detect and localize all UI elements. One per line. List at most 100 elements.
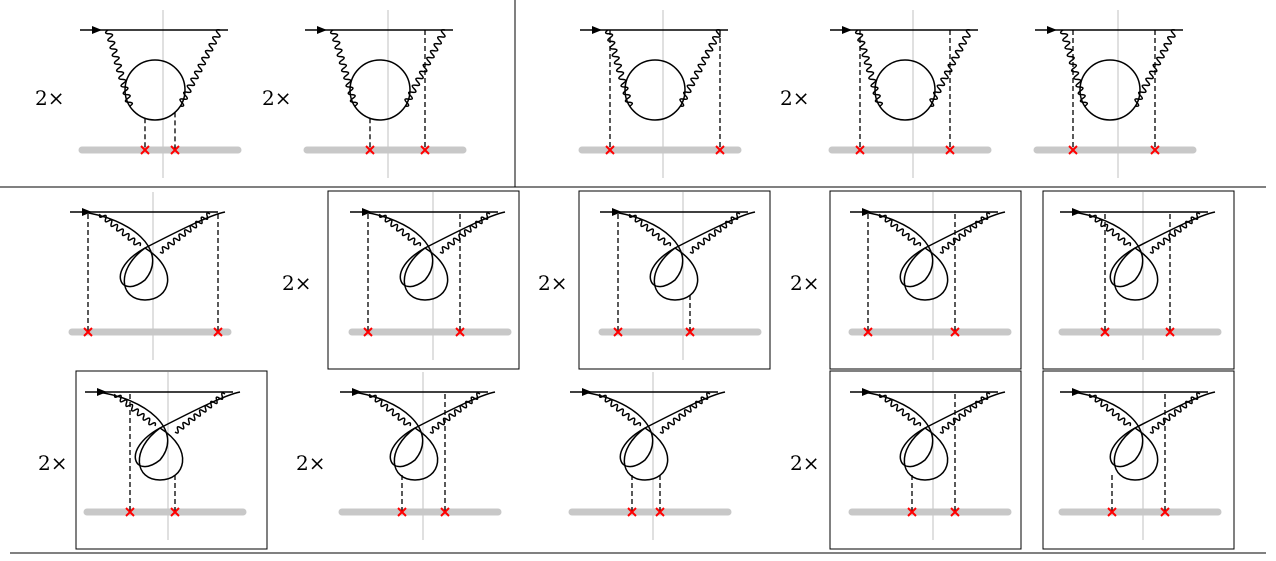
photon-left [1088, 393, 1132, 427]
loop-bubble [623, 427, 669, 481]
photon-left [878, 213, 922, 247]
source-cross-icon [1165, 327, 1175, 337]
arrow-icon [92, 26, 102, 34]
photon-right [1134, 29, 1176, 107]
loop-bubble [903, 427, 949, 481]
photon-left [98, 213, 142, 247]
loop-circle [124, 59, 186, 121]
source-cross-icon [1150, 145, 1160, 155]
self-energy-arc-left [351, 391, 496, 468]
diagram-d13 [568, 372, 732, 540]
photon-left [598, 393, 642, 427]
photon-right [174, 392, 226, 434]
loop-bubble [138, 427, 184, 481]
diagram-frame [327, 190, 520, 370]
source-cross-icon [440, 507, 450, 517]
source-cross-icon [455, 327, 465, 337]
diagram-d12 [338, 372, 502, 540]
diagram-d09 [848, 192, 1012, 360]
self-energy-arc-left [81, 211, 226, 288]
source-cross-icon [1100, 327, 1110, 337]
multiplicity-label: 2× [780, 86, 809, 110]
arrow-icon [592, 26, 602, 34]
arrow-icon [317, 26, 327, 34]
photon-right [679, 29, 721, 107]
multiplicity-label: 2× [790, 271, 819, 295]
self-energy-arc-left [1071, 211, 1216, 288]
photon-left [878, 393, 922, 427]
source-cross-icon [907, 507, 917, 517]
photon-right [939, 392, 991, 434]
self-energy-arc-left [611, 211, 756, 288]
diagram-frame [578, 190, 771, 370]
multiplicity-label: 2× [538, 271, 567, 295]
photon-right [659, 392, 711, 434]
arrow-icon [1047, 26, 1057, 34]
diagram-frame [75, 370, 268, 550]
diagram-d04 [828, 10, 992, 178]
photon-right [689, 212, 741, 254]
photon-left [113, 393, 157, 427]
self-energy-arc-left [361, 211, 506, 288]
source-cross-icon [213, 327, 223, 337]
source-cross-icon [1160, 507, 1170, 517]
photon-left [604, 29, 634, 107]
table-rules [0, 0, 1266, 554]
multiplicity-label: 2× [296, 451, 325, 475]
source-cross-icon [363, 327, 373, 337]
diagram-d11 [83, 372, 247, 540]
source-cross-icon [715, 145, 725, 155]
self-energy-arc-left [861, 211, 1006, 288]
loop-bubble [403, 247, 449, 301]
diagram-grid: 2×2×2×2×2×2×2×2×2× [35, 10, 1235, 550]
source-cross-icon [1068, 145, 1078, 155]
source-cross-icon [945, 145, 955, 155]
photon-right [929, 29, 971, 107]
self-energy-arc-left [581, 391, 726, 468]
source-cross-icon [125, 507, 135, 517]
photon-left [368, 393, 412, 427]
diagram-d15 [1058, 372, 1222, 540]
photon-left [854, 29, 884, 107]
source-cross-icon [685, 327, 695, 337]
source-cross-icon [83, 327, 93, 337]
source-cross-icon [397, 507, 407, 517]
source-cross-icon [420, 145, 430, 155]
source-cross-icon [655, 507, 665, 517]
photon-left [104, 29, 134, 107]
source-cross-icon [627, 507, 637, 517]
diagram-d01 [78, 10, 242, 178]
diagram-frame [829, 190, 1022, 370]
diagram-frame [1042, 370, 1235, 550]
loop-circle [874, 59, 936, 121]
source-cross-icon [170, 145, 180, 155]
loop-circle [624, 59, 686, 121]
source-cross-icon [863, 327, 873, 337]
diagram-d07 [348, 192, 512, 360]
source-cross-icon [855, 145, 865, 155]
photon-left [1088, 213, 1132, 247]
loop-bubble [1113, 427, 1159, 481]
multiplicity-label: 2× [38, 451, 67, 475]
photon-right [439, 212, 491, 254]
photon-right [1149, 212, 1201, 254]
multiplicity-label: 2× [262, 86, 291, 110]
arrow-icon [842, 26, 852, 34]
diagram-d06 [68, 192, 232, 360]
photon-right [1149, 392, 1201, 434]
photon-left [628, 213, 672, 247]
multiplicity-label: 2× [790, 451, 819, 475]
loop-circle [349, 59, 411, 121]
diagram-d03 [578, 10, 742, 178]
self-energy-arc-left [861, 391, 1006, 468]
loop-bubble [903, 247, 949, 301]
source-cross-icon [365, 145, 375, 155]
self-energy-arc-left [96, 391, 241, 468]
photon-right [939, 212, 991, 254]
diagram-d14 [848, 372, 1012, 540]
source-cross-icon [605, 145, 615, 155]
source-cross-icon [1107, 507, 1117, 517]
source-cross-icon [950, 327, 960, 337]
source-cross-icon [613, 327, 623, 337]
